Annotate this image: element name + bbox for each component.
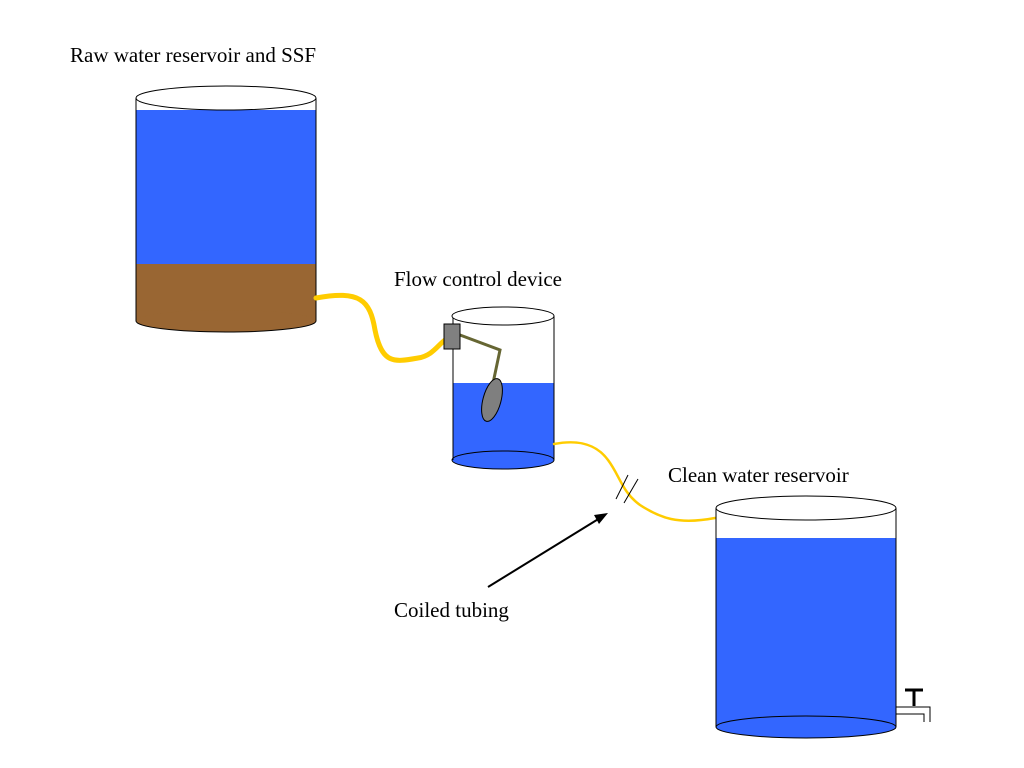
coil-break-marks [615, 474, 639, 504]
tap-icon [896, 688, 931, 722]
raw-water-reservoir-label: Raw water reservoir and SSF [70, 43, 317, 67]
flow-control-valve [443, 323, 461, 350]
clean-water-reservoir [715, 495, 931, 739]
float-arm [459, 333, 502, 389]
clean-water-reservoir-label: Clean water reservoir [668, 463, 849, 487]
raw-reservoir-outline [135, 98, 317, 333]
flow-control-device [443, 306, 555, 470]
tubing-raw-to-flow [313, 292, 448, 363]
clean-reservoir-top [715, 495, 897, 521]
flow-device-bottom [451, 450, 555, 470]
coiled-tubing-label: Coiled tubing [394, 598, 509, 622]
raw-water-reservoir [135, 85, 317, 333]
raw-reservoir-top [135, 85, 317, 111]
clean-reservoir-bottom [715, 715, 897, 739]
flow-control-device-label: Flow control device [394, 267, 562, 291]
float-ball [481, 378, 503, 422]
coiled-tubing-arrow [487, 513, 608, 588]
tubing-flow-to-clean [552, 441, 717, 522]
flow-device-water [453, 383, 554, 460]
raw-reservoir-water [136, 110, 316, 264]
raw-reservoir-bottom [136, 310, 316, 332]
flow-device-top [451, 306, 555, 326]
clean-reservoir-water [716, 538, 896, 727]
